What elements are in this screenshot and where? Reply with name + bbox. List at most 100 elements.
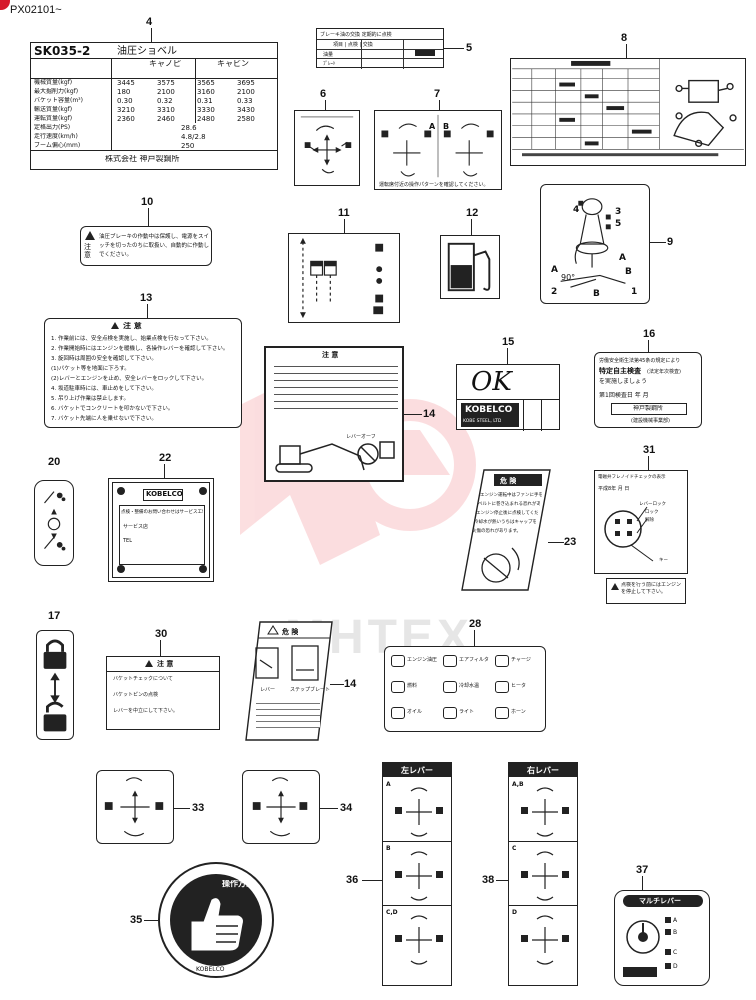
spec-value: 0.32: [157, 97, 173, 105]
callout-14: 14: [344, 678, 357, 690]
lever-cross-icon: [252, 777, 308, 837]
indicator-icon: [391, 655, 405, 667]
indicator-label: ライト: [459, 709, 475, 715]
label-22-swing-speed: [34, 480, 74, 566]
spec-value: 3445: [117, 79, 135, 87]
part-code: PX02101~: [10, 4, 62, 16]
lever-pattern-icon: [395, 787, 443, 837]
callout-23: 22: [159, 452, 172, 464]
danger-line: エンジン運転中はファンに手を近づけないでください。: [480, 493, 542, 498]
spec-value: 2480: [197, 115, 215, 123]
callout-11: 11: [338, 207, 350, 219]
label-35-round-sticker: 操作方法 KOBELCO: [158, 862, 274, 978]
lubrication-table-graphic: [512, 59, 744, 157]
indicator-label: 冷却水温: [459, 683, 480, 689]
callout-31: 31: [643, 444, 656, 456]
spec-value: 180: [117, 88, 131, 96]
label-20-lock-unlock: [36, 630, 74, 740]
indicator-icon: [391, 707, 405, 719]
callout-7: 7: [434, 88, 441, 100]
screw-icon: [199, 487, 207, 495]
excavator-pictogram-icon: [275, 441, 395, 473]
callout-9: 9: [667, 236, 674, 248]
spec-value: 2100: [157, 88, 175, 96]
callout-6: 6: [320, 88, 327, 100]
callout-17: 16: [643, 328, 656, 340]
indicator-icon: [443, 707, 457, 719]
indicator-icon: [391, 681, 405, 693]
caution-line: 7. バケット先端に人を乗せないで下さい。: [51, 416, 157, 422]
spec-value: 2460: [157, 115, 175, 123]
spec-value: 4.8/2.8: [181, 133, 206, 141]
spec-row-name: ブーム偏心(mm): [34, 142, 81, 149]
callout-12: 13: [140, 292, 153, 304]
label-7-control-pattern-ab: A B 運転席付近の操作パターンを確認してください。: [374, 110, 502, 190]
callout-34: 34: [340, 802, 353, 814]
danger-line: 冷却水が熱いうちはキャップを開けないでください。: [474, 520, 536, 525]
indicator-label: ヒータ: [511, 683, 527, 689]
indicator-icon: [443, 655, 457, 667]
label-13-caution-pictogram: 注 意 レバーオーフ: [264, 346, 404, 482]
callout-4: 4: [146, 16, 153, 28]
kobelco-brand: KOBELCO: [146, 490, 183, 498]
callout-28: 28: [469, 618, 482, 630]
callout-25: 23: [564, 536, 577, 548]
warning-triangle-icon: [111, 322, 119, 329]
label-17-inspection-notice: 労働安全衛生法第45条の規定により 特定自主検査 (法定年次検査) を実施しまし…: [594, 352, 702, 428]
lever-pattern-icon: [395, 915, 443, 965]
callout-30: 30: [155, 628, 168, 640]
callout-8: 8: [621, 32, 628, 44]
label-11-travel-controls: [288, 233, 400, 323]
model-name: SK035-2: [34, 45, 91, 58]
machine-type: 油圧ショベル: [117, 46, 177, 57]
sticker-ring-text: KOBELCO: [196, 966, 225, 973]
spec-value: 28.6: [181, 124, 197, 132]
label-38-right-lever: 右レバー A,B C D: [508, 762, 578, 986]
label-37-multi-lever: マルチレバー A B C D: [614, 890, 710, 986]
maker-name: 株式会社 神戸製鋼所: [105, 155, 180, 163]
caution-line: 6. バケットでコンクリートを叩かないで下さい。: [51, 406, 174, 412]
danger-line: 火傷の恐れがあります。: [472, 529, 522, 534]
callout-5: 5: [466, 42, 473, 54]
right-lever-title: 右レバー: [527, 766, 559, 775]
label-5-brake-table: ブレーキ油の交換 定期的に点検 項目 | 点検 | 交換 油量 ﾌﾟﾚｰﾄ: [316, 28, 444, 69]
kobelco-logo-block: [461, 403, 519, 427]
indicator-icon: [495, 681, 509, 693]
screw-icon: [199, 565, 207, 573]
caution-line: (1)バケット等を地面に下ろす。: [51, 366, 130, 372]
label-36-left-lever: 左レバー A B C,D: [382, 762, 452, 986]
spec-row-name: 機械質量(kgf): [34, 79, 73, 86]
joystick-icon: [560, 198, 626, 288]
label-23-service-plate: KOBELCO 点検・整備のお問い合わせはサービス工場まで サービス店 TEL: [108, 478, 214, 582]
spec-row-name: 最大掘削力(kgf): [34, 88, 79, 95]
swing-speed-icon: [44, 491, 66, 551]
spec-value: 3565: [197, 79, 215, 87]
fuel-pump-icon: [447, 242, 491, 292]
spec-value: 2580: [237, 115, 255, 123]
spec-value: 3430: [237, 106, 255, 114]
label-6-control-pattern: [294, 110, 360, 186]
screw-icon: [117, 565, 125, 573]
lever-pattern-icon: [521, 915, 569, 965]
indicator-label: ホーン: [511, 709, 526, 715]
lever-pattern-icon: [381, 114, 494, 178]
label-33-lever-pattern: [96, 770, 174, 844]
callout-38: 38: [482, 874, 495, 886]
spec-value: 0.30: [117, 97, 133, 105]
callout-35: 35: [130, 914, 143, 926]
spec-row-name: 運転質量(kgf): [34, 115, 73, 122]
danger-line: ベルトに巻き込まれる恐れがあります。: [478, 502, 540, 507]
spec-value: 3330: [197, 106, 215, 114]
indicator-label: 燃料: [407, 683, 418, 689]
kobelco-brand: KOBELCO: [465, 405, 513, 415]
indicator-icon: [495, 655, 509, 667]
handwritten-ok: OK: [471, 367, 512, 397]
spec-value: 2360: [117, 115, 135, 123]
spec-value: 3575: [157, 79, 175, 87]
label-34-lever-pattern: [242, 770, 320, 844]
label-31-solenoid-check: 電磁弁フレノイドチェックの表示 平成8年 月 日 レバーロック ロック 解除 キ…: [594, 470, 688, 574]
spec-row-name: 走行速度(km/h): [34, 133, 78, 140]
padlock-icon: [43, 639, 67, 732]
left-lever-title: 左レバー: [401, 766, 433, 775]
